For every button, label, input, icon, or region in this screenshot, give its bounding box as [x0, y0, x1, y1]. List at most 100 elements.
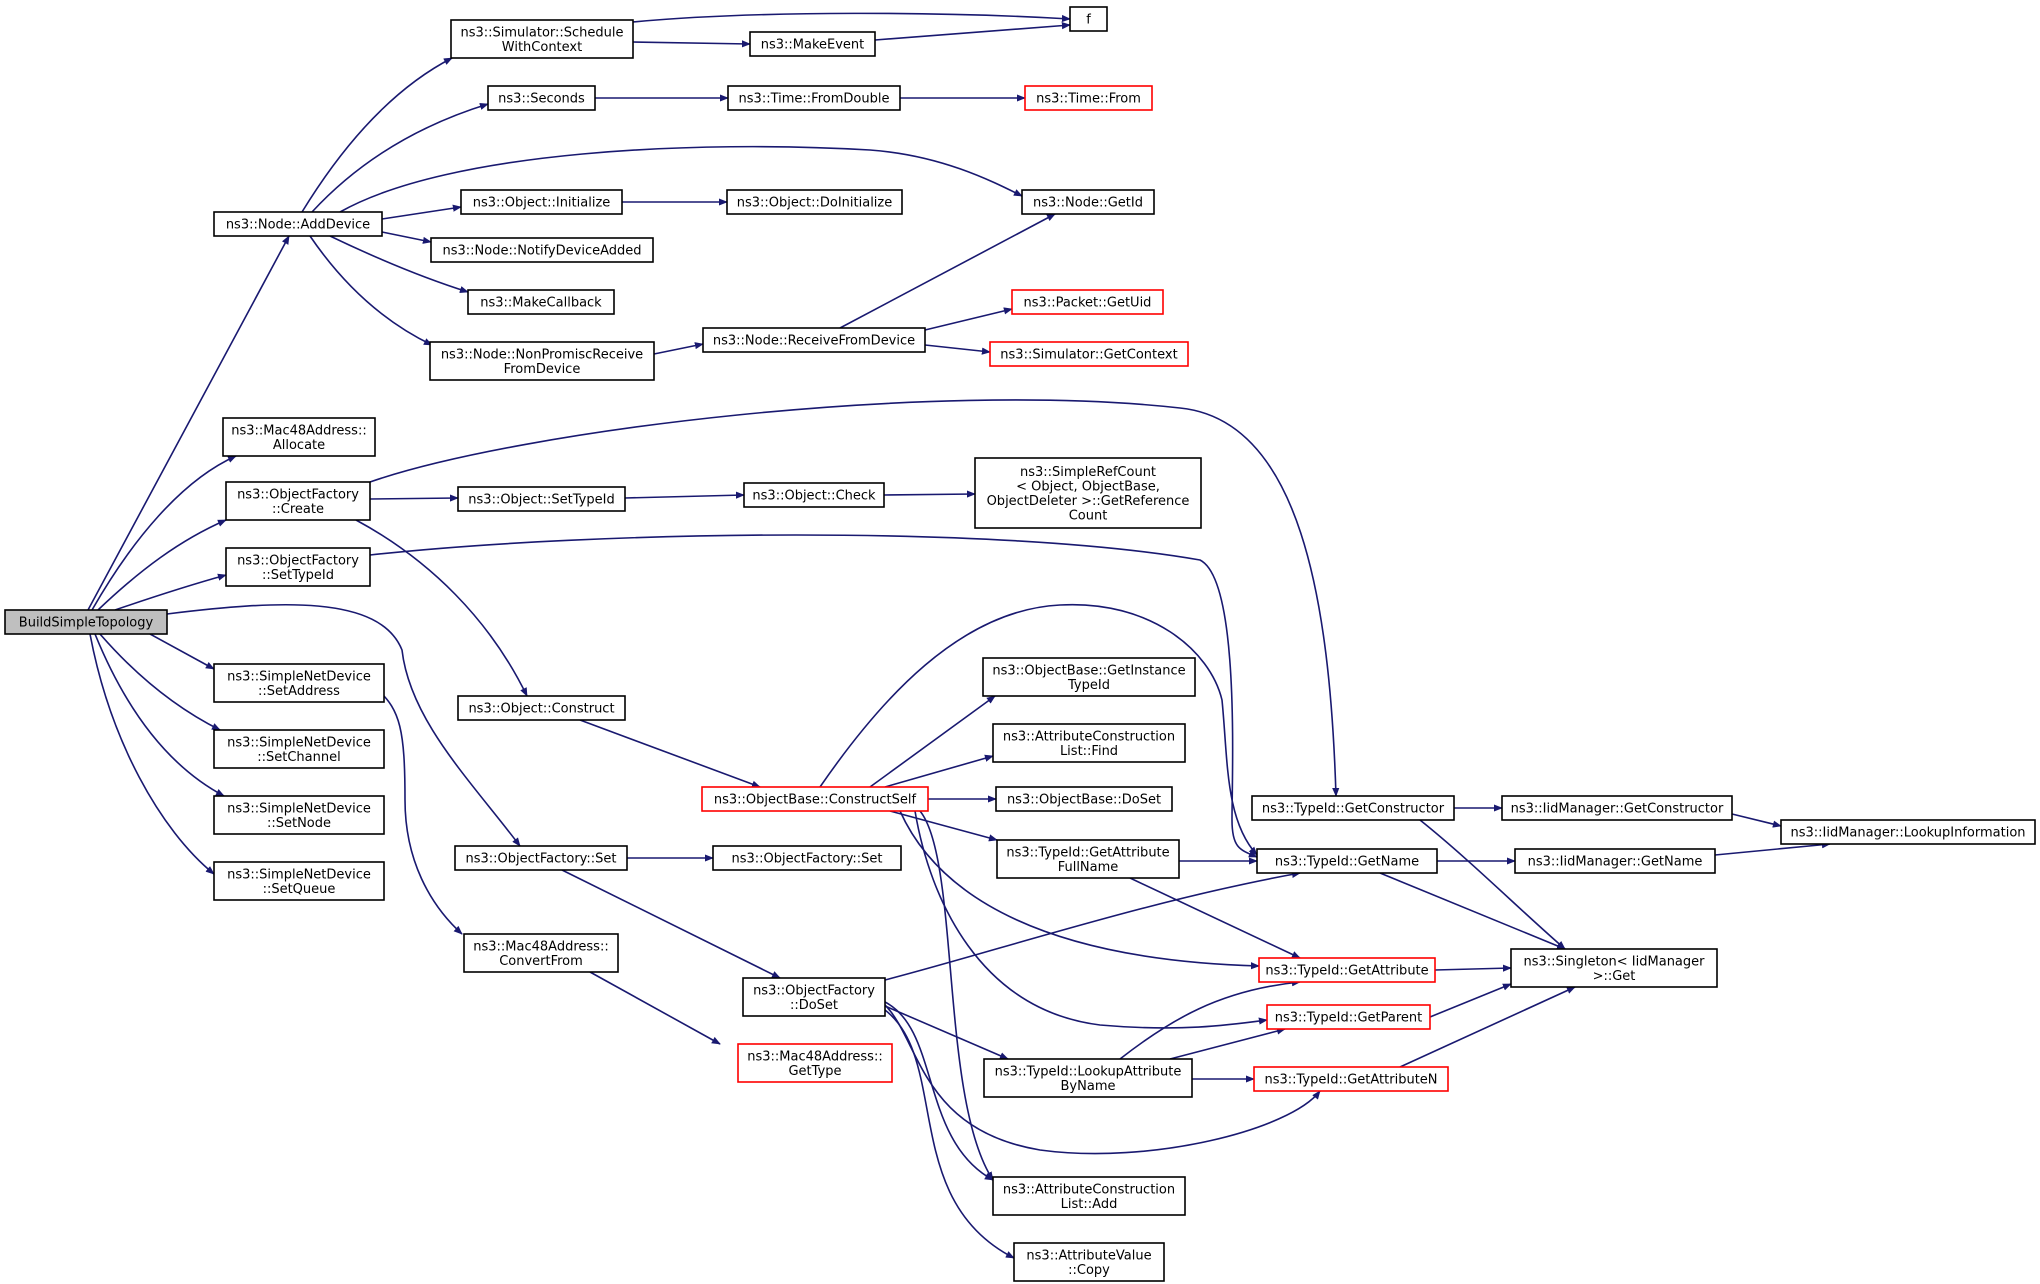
node-label-line: ns3::Singleton< IidManager	[1523, 954, 1705, 969]
node-f[interactable]: f	[1069, 6, 1108, 32]
node-label-line: ns3::Object::Construct	[468, 702, 614, 717]
node-macAllocate[interactable]: ns3::Mac48Address::Allocate	[222, 417, 376, 457]
node-box	[726, 189, 903, 215]
node-constructSelf[interactable]: ns3::ObjectBase::ConstructSelf	[701, 786, 929, 812]
node-label-line: ns3::Node::GetId	[1033, 196, 1143, 211]
edge-addDevice-to-nonPromisc	[309, 235, 433, 346]
edge-build-to-ofCreate	[97, 519, 227, 611]
edge-tidGetName-to-singletonGet	[1379, 872, 1566, 950]
node-sndSetChannel[interactable]: ns3::SimpleNetDevice::SetChannel	[213, 729, 385, 769]
node-box	[463, 933, 619, 973]
node-simpleRef[interactable]: ns3::SimpleRefCount< Object, ObjectBase,…	[974, 457, 1202, 529]
node-label-line: Count	[1069, 508, 1108, 523]
node-box	[992, 723, 1186, 763]
node-label-line: WithContext	[502, 40, 582, 55]
node-ofSet2[interactable]: ns3::ObjectFactory::Set	[712, 845, 902, 871]
node-timeFromDouble[interactable]: ns3::Time::FromDouble	[727, 85, 901, 111]
node-nodeGetId[interactable]: ns3::Node::GetId	[1021, 189, 1155, 215]
node-label-line: f	[1086, 13, 1091, 28]
node-box	[460, 189, 623, 215]
node-box	[727, 85, 901, 111]
node-label-line: ns3::Mac48Address::	[231, 423, 366, 438]
node-addDevice[interactable]: ns3::Node::AddDevice	[213, 211, 383, 237]
node-label-line: ns3::ObjectFactory::Set	[465, 852, 616, 867]
edge-build-to-macConvert	[377, 689, 463, 935]
node-label-line: ns3::Node::NonPromiscReceive	[441, 347, 643, 362]
node-build[interactable]: BuildSimpleTopology	[4, 609, 168, 635]
node-label-line: FromDevice	[504, 362, 581, 377]
node-tidGetName[interactable]: ns3::TypeId::GetName	[1256, 848, 1438, 874]
node-box	[222, 417, 376, 457]
node-iidGetName[interactable]: ns3::IidManager::GetName	[1514, 848, 1716, 874]
node-simGetCtx[interactable]: ns3::Simulator::GetContext	[989, 341, 1189, 367]
node-iidGetConstructor[interactable]: ns3::IidManager::GetConstructor	[1501, 795, 1733, 821]
node-tidGetAttribute[interactable]: ns3::TypeId::GetAttribute	[1258, 957, 1436, 983]
edge-tidGetParent-to-singletonGet	[1429, 983, 1512, 1018]
node-objDoInit[interactable]: ns3::Object::DoInitialize	[726, 189, 903, 215]
node-makeEvent[interactable]: ns3::MakeEvent	[749, 31, 876, 57]
node-objCheck[interactable]: ns3::Object::Check	[743, 482, 885, 508]
node-label-line: List::Add	[1061, 1197, 1118, 1212]
node-label-line: ::Create	[272, 502, 324, 517]
edge-constructSelf-to-tidGetAttrFull	[889, 810, 998, 842]
node-tidGetAttributeN[interactable]: ns3::TypeId::GetAttributeN	[1253, 1066, 1449, 1092]
node-tidGetParent[interactable]: ns3::TypeId::GetParent	[1266, 1004, 1431, 1030]
node-seconds[interactable]: ns3::Seconds	[487, 85, 596, 111]
edge-ofCreate-to-objConstruct	[355, 519, 528, 697]
node-label-line: BuildSimpleTopology	[19, 616, 154, 631]
node-sndSetQueue[interactable]: ns3::SimpleNetDevice::SetQueue	[213, 861, 385, 901]
node-ofSet1[interactable]: ns3::ObjectFactory::Set	[454, 845, 628, 871]
node-box	[989, 341, 1189, 367]
node-label-line: ns3::IidManager::GetConstructor	[1511, 802, 1724, 817]
node-ofCreate[interactable]: ns3::ObjectFactory::Create	[225, 481, 371, 521]
node-label-line: ns3::AttributeConstruction	[1003, 729, 1175, 744]
node-box	[1011, 289, 1164, 315]
node-label-line: List::Find	[1060, 744, 1118, 759]
node-box	[467, 289, 615, 315]
node-objSetTypeId[interactable]: ns3::Object::SetTypeId	[457, 486, 626, 512]
node-sndSetAddress[interactable]: ns3::SimpleNetDevice::SetAddress	[213, 663, 385, 703]
node-objBaseDoSet[interactable]: ns3::ObjectBase::DoSet	[995, 786, 1173, 812]
node-label-line: ns3::TypeId::GetName	[1275, 855, 1419, 870]
node-notifyAdded[interactable]: ns3::Node::NotifyDeviceAdded	[430, 237, 654, 263]
node-recvFromDev[interactable]: ns3::Node::ReceiveFromDevice	[702, 327, 926, 353]
edge-build-to-ofSetTypeId	[114, 573, 227, 611]
node-iidLookupInfo[interactable]: ns3::IidManager::LookupInformation	[1780, 819, 2036, 845]
node-objConstruct[interactable]: ns3::Object::Construct	[457, 695, 626, 721]
edge-build-to-sndSetAddress	[149, 633, 215, 670]
node-label-line: ns3::ObjectFactory	[753, 983, 875, 998]
edge-build-to-ofSet1	[166, 603, 521, 847]
edge-recvFromDev-to-nodeGetId	[839, 213, 1056, 329]
edge-makeEvent-to-f	[874, 22, 1071, 41]
edge-objConstruct-to-constructSelf	[579, 719, 761, 788]
node-label-line: ns3::Simulator::Schedule	[460, 25, 623, 40]
node-box	[4, 609, 168, 635]
node-tidGetConstructor[interactable]: ns3::TypeId::GetConstructor	[1251, 795, 1455, 821]
node-timeFrom[interactable]: ns3::Time::From	[1024, 85, 1153, 111]
edge-tidGetConstructor-to-singletonGet	[1419, 819, 1566, 950]
node-ofSetTypeId[interactable]: ns3::ObjectFactory::SetTypeId	[225, 547, 371, 587]
node-makeCallback[interactable]: ns3::MakeCallback	[467, 289, 615, 315]
node-pktGetUid[interactable]: ns3::Packet::GetUid	[1011, 289, 1164, 315]
node-singletonGet[interactable]: ns3::Singleton< IidManager >::Get	[1510, 948, 1718, 988]
node-objInit[interactable]: ns3::Object::Initialize	[460, 189, 623, 215]
node-sndSetNode[interactable]: ns3::SimpleNetDevice::SetNode	[213, 795, 385, 835]
node-label-line: ns3::TypeId::GetConstructor	[1262, 802, 1445, 817]
node-label-line: ns3::ObjectBase::DoSet	[1007, 793, 1161, 808]
node-attrValCopy[interactable]: ns3::AttributeValue::Copy	[1013, 1242, 1165, 1282]
node-label-line: ns3::Time::FromDouble	[739, 92, 890, 107]
node-macGetType[interactable]: ns3::Mac48Address::GetType	[737, 1043, 893, 1083]
node-label-line: ns3::Mac48Address::	[747, 1049, 882, 1064]
node-ofDoSet[interactable]: ns3::ObjectFactory::DoSet	[742, 977, 886, 1017]
edge-constructSelf-to-acListAdd	[919, 810, 994, 1181]
node-box	[1253, 1066, 1449, 1092]
node-macConvert[interactable]: ns3::Mac48Address::ConvertFrom	[463, 933, 619, 973]
